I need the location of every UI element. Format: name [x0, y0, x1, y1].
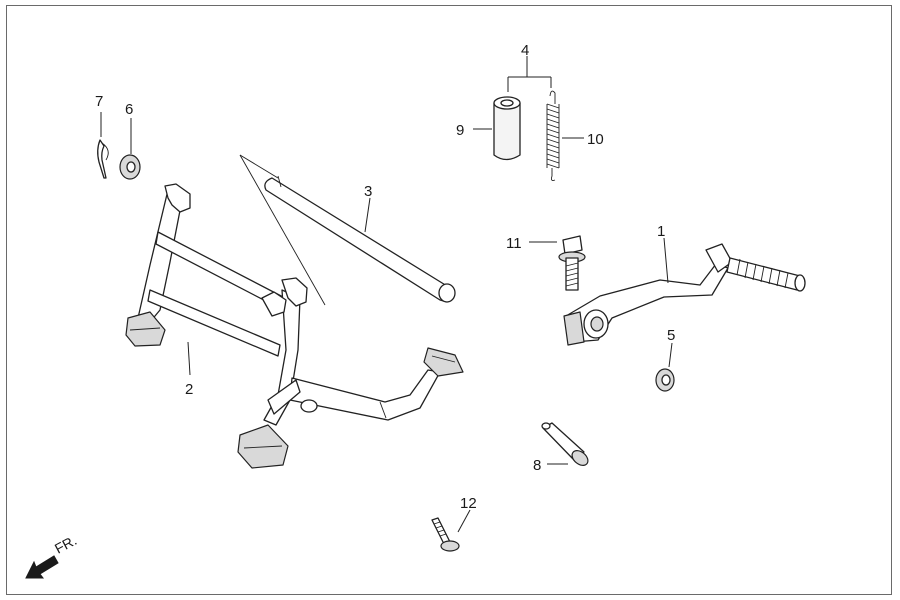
- leader-lines: [100, 56, 673, 533]
- shaft-guide-line-2: [239, 154, 279, 179]
- callout-5: 5: [667, 327, 675, 344]
- callout-12: 12: [460, 495, 477, 512]
- washer-small: [119, 154, 141, 180]
- callout-8: 8: [533, 457, 541, 474]
- return-spring: [546, 90, 560, 181]
- callout-6: 6: [125, 101, 133, 118]
- front-direction-indicator: FR.: [25, 532, 79, 579]
- callout-10: 10: [587, 131, 604, 148]
- shaft-guide-line: [239, 154, 326, 306]
- diagram-frame: [6, 5, 892, 595]
- washer-arm: [655, 368, 675, 392]
- rubber-stopper: [541, 422, 589, 466]
- collar: [493, 96, 521, 161]
- callout-11: 11: [506, 235, 522, 252]
- callout-7: 7: [95, 93, 103, 110]
- main-stand: [125, 183, 464, 469]
- kick-starter-arm: [563, 243, 806, 346]
- callout-4: 4: [521, 42, 529, 59]
- callout-1: 1: [657, 223, 665, 240]
- callout-numbers: 7 6 3 2 4 9 10 11 1 5 8 12: [95, 42, 675, 512]
- cotter-pin: [97, 139, 109, 179]
- callout-9: 9: [456, 122, 464, 139]
- callout-3: 3: [364, 183, 372, 200]
- front-label: FR.: [52, 532, 79, 557]
- pivot-shaft: [239, 154, 456, 306]
- flange-bolt: [558, 235, 586, 291]
- callout-2: 2: [185, 381, 193, 398]
- front-arrow-icon: [25, 555, 59, 579]
- small-bolt: [431, 517, 460, 552]
